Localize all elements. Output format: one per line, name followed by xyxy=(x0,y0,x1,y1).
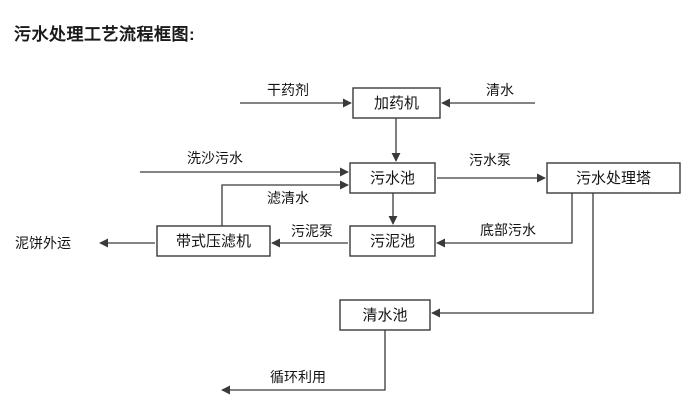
edge-label-sludge-pump: 污泥泵 xyxy=(291,223,333,239)
edge-filtered-water xyxy=(221,180,349,226)
edge-label-sand-wash-wastewater: 洗沙污水 xyxy=(187,150,243,166)
node-label-clean-water-pool: 清水池 xyxy=(362,307,407,324)
node-treatment-tower[interactable]: 污水处理塔 xyxy=(546,162,681,194)
node-label-belt-filter-press: 带式压滤机 xyxy=(176,233,251,250)
node-label-treatment-tower: 污水处理塔 xyxy=(576,170,651,187)
page-title: 污水处理工艺流程框图: xyxy=(14,25,196,44)
node-label-dosing-machine: 加药机 xyxy=(374,95,419,112)
node-wastewater-pool[interactable]: 污水池 xyxy=(349,162,436,194)
node-label-wastewater-pool: 污水池 xyxy=(370,170,415,187)
terminal-label-recycle-use: 循环利用 xyxy=(270,369,326,385)
node-clean-water-pool[interactable]: 清水池 xyxy=(339,299,431,331)
edge-label-wastewater-pump: 污水泵 xyxy=(469,152,511,168)
node-dosing-machine[interactable]: 加药机 xyxy=(352,87,441,119)
node-label-sludge-pool: 污泥池 xyxy=(370,233,415,250)
node-sludge-pool[interactable]: 污泥池 xyxy=(349,225,436,257)
edge-tower-to-clean-water xyxy=(431,193,594,318)
terminal-label-mud-cake-out: 泥饼外运 xyxy=(15,235,71,251)
edge-label-bottom-wastewater: 底部污水 xyxy=(480,222,536,238)
edge-label-dry-chemical: 干药剂 xyxy=(267,82,309,98)
node-belt-filter-press[interactable]: 带式压滤机 xyxy=(156,225,271,257)
edge-label-filtered-water: 滤清水 xyxy=(267,190,309,206)
edge-recycle-use xyxy=(221,330,386,395)
edge-bottom-wastewater xyxy=(436,193,573,248)
edge-label-clean-water-in: 清水 xyxy=(486,82,514,98)
